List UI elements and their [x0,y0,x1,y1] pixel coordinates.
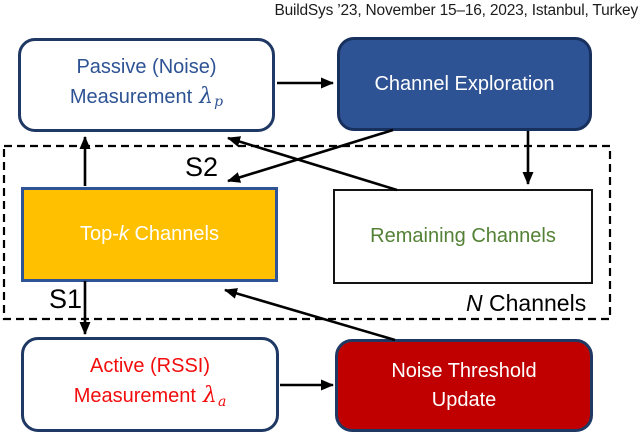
passive-line2-text: Measurement [69,85,193,108]
top-k-channels-box: Top-k Channels [21,187,278,282]
lambda-a-subscript: a [217,393,227,410]
active-line2-text: Measurement [73,385,196,408]
active-line2: Measurement λa [74,381,227,417]
noise-threshold-line2: Update [431,388,497,411]
active-line1-text: Active (RSSI) [89,355,211,378]
passive-line2: Measurement λp [70,82,223,118]
active-measurement-box: Active (RSSI) Measurement λa [21,337,279,432]
top-k-label: Top-k Channels [80,220,219,249]
channel-exploration-label: Channel Exploration [374,72,555,95]
arrow-remaining-to-passive [227,136,398,192]
n-channels-text: Channels [482,290,587,316]
passive-line1-text: Passive (Noise) [76,55,217,78]
remaining-channels-label: Remaining Channels [370,225,556,247]
state-label-s2: S2 [185,152,219,182]
n-channels-italic-n: N [466,290,483,316]
n-channels-label: N Channels [466,290,586,317]
top-k-pre: Top- [80,223,119,245]
top-k-italic-k: k [118,223,129,245]
noise-threshold-update-box: Noise Threshold Update [335,339,593,432]
passive-measurement-box: Passive (Noise) Measurement λp [18,38,275,132]
active-line1: Active (RSSI) [90,352,210,381]
lambda-p-symbol: λ [199,83,214,109]
channel-exploration-box: Channel Exploration [337,37,592,131]
noise-threshold-line1: Noise Threshold [391,359,537,382]
arrow-noise-threshold-to-top-k [224,288,396,342]
lambda-a-symbol: λ [202,383,217,409]
top-k-post: Channels [128,223,219,245]
conference-header: BuildSys ’23, November 15–16, 2023, Ista… [274,2,638,19]
arrow-channel-exploration-to-top-k [227,128,394,183]
remaining-channels-box: Remaining Channels [333,189,593,284]
passive-line1: Passive (Noise) [76,53,216,82]
lambda-p-subscript: p [214,94,224,111]
state-label-s1: S1 [49,284,83,314]
